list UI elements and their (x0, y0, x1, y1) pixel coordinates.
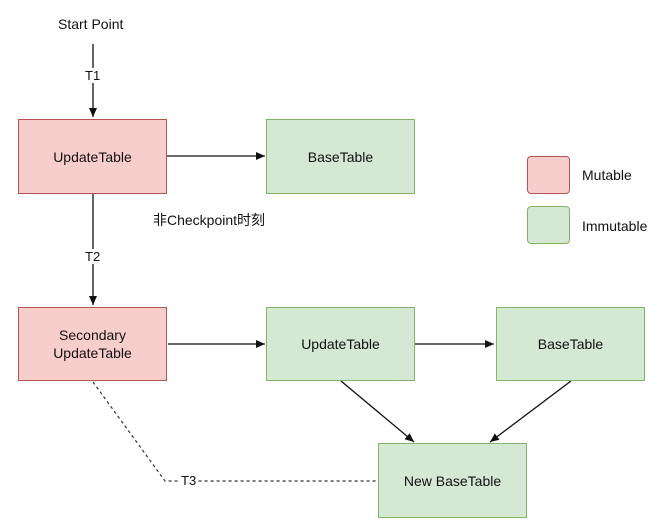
annotation-non-checkpoint: 非Checkpoint时刻 (153, 212, 266, 228)
start-point-label: Start Point (58, 16, 124, 32)
edge-basetable2-to-newbase (489, 380, 572, 443)
node-updatetable: UpdateTable (18, 119, 167, 194)
edge-label-t2: T2 (84, 249, 102, 264)
node-secondary-updatetable: Secondary UpdateTable (18, 307, 167, 381)
edge-secondary-to-newbase-dashed (92, 381, 377, 482)
legend-mutable-label: Mutable (582, 167, 632, 183)
node-basetable-2: BaseTable (496, 307, 645, 381)
edge-label-t3: T3 (180, 473, 198, 488)
legend-immutable-label: Immutable (582, 218, 648, 234)
node-basetable: BaseTable (266, 119, 415, 194)
legend-mutable-swatch (527, 156, 570, 194)
legend-immutable-swatch (527, 206, 570, 244)
node-new-basetable: New BaseTable (378, 443, 527, 518)
edge-label-t1: T1 (84, 68, 102, 83)
node-updatetable-2: UpdateTable (266, 307, 415, 381)
edge-updatetable2-to-newbase (340, 380, 415, 443)
